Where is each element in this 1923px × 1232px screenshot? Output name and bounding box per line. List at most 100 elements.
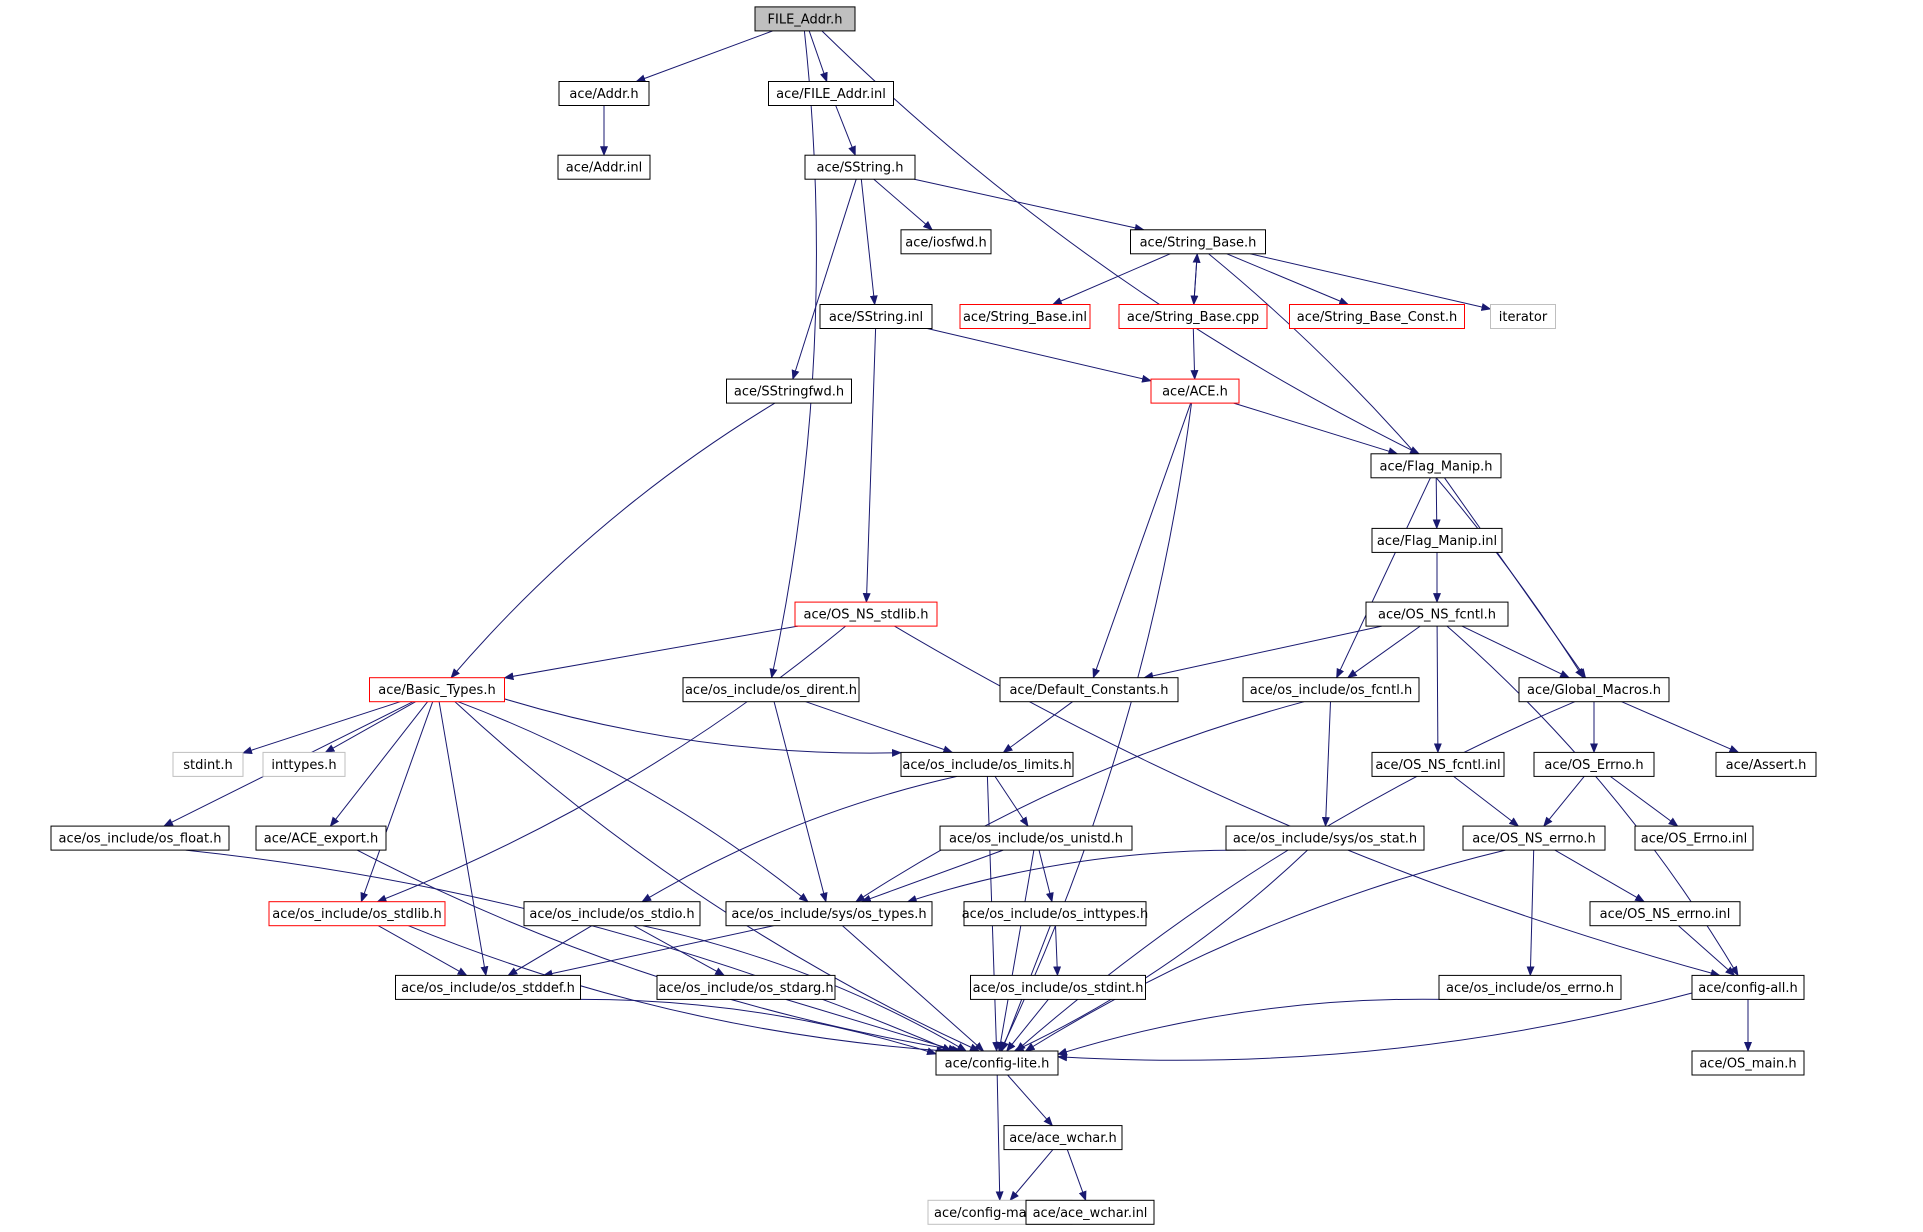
edge-file-addr-h-to-ace-file-addr-inl: [808, 30, 828, 83]
node-ace-ace-wchar-inl[interactable]: ace/ace_wchar.inl: [1025, 1199, 1155, 1225]
node-ace-os-include-os-stdint-h[interactable]: ace/os_include/os_stdint.h: [970, 974, 1146, 1000]
edge-ace-os-include-os-stdint-h-to-ace-config-lite-h: [1006, 999, 1049, 1052]
node-stdint-h[interactable]: stdint.h: [172, 751, 244, 777]
edge-ace-os-include-os-errno-h-to-ace-config-lite-h: [1057, 998, 1446, 1056]
node-label: ace/Assert.h: [1726, 758, 1807, 773]
node-ace-file-addr-inl[interactable]: ace/FILE_Addr.inl: [768, 81, 894, 106]
node-ace-string-base-h[interactable]: ace/String_Base.h: [1130, 229, 1266, 255]
node-box: [768, 81, 894, 106]
node-ace-basic-types-h[interactable]: ace/Basic_Types.h: [369, 677, 505, 703]
edge-ace-os-include-os-dirent-h-to-ace-os-include-os-limits-h: [805, 701, 954, 754]
node-ace-os-ns-fcntl-h[interactable]: ace/OS_NS_fcntl.h: [1365, 601, 1509, 627]
edge-ace-basic-types-h-to-ace-os-include-os-stdlib-h: [360, 701, 434, 903]
node-ace-sstringfwd-h[interactable]: ace/SStringfwd.h: [726, 378, 852, 404]
edge-ace-ace-h-to-ace-flag-manip-h: [1233, 402, 1399, 455]
edge-ace-string-base-h-to-iterator: [1250, 253, 1492, 311]
node-ace-os-include-os-errno-h[interactable]: ace/os_include/os_errno.h: [1438, 974, 1622, 1000]
node-ace-os-errno-inl[interactable]: ace/OS_Errno.inl: [1634, 825, 1754, 851]
node-ace-string-base-cpp[interactable]: ace/String_Base.cpp: [1118, 304, 1268, 329]
node-box: [1462, 825, 1606, 851]
node-ace-addr-inl[interactable]: ace/Addr.inl: [557, 154, 651, 180]
node-ace-os-include-os-float-h[interactable]: ace/os_include/os_float.h: [50, 825, 230, 851]
node-box: [1150, 378, 1240, 404]
node-label: ace/os_include/os_stdint.h: [973, 981, 1144, 996]
node-ace-sstring-inl[interactable]: ace/SString.inl: [819, 304, 933, 329]
node-ace-ace-h[interactable]: ace/ACE.h: [1150, 378, 1240, 404]
node-box: [523, 901, 701, 927]
node-label: ace/iosfwd.h: [905, 235, 986, 250]
edge-ace-string-base-cpp-to-ace-ace-h: [1190, 328, 1199, 381]
node-label: ace/os_include/os_errno.h: [1446, 981, 1614, 996]
node-box: [1490, 304, 1556, 329]
node-ace-string-base-const-h[interactable]: ace/String_Base_Const.h: [1289, 304, 1465, 329]
node-label: ace/Global_Macros.h: [1527, 683, 1661, 698]
node-box: [558, 81, 650, 106]
node-ace-os-include-sys-os-types-h[interactable]: ace/os_include/sys/os_types.h: [725, 901, 933, 927]
node-box: [900, 229, 992, 255]
node-ace-flag-manip-inl[interactable]: ace/Flag_Manip.inl: [1371, 527, 1503, 553]
node-label: ace/SStringfwd.h: [734, 385, 844, 400]
node-label: ace/config-all.h: [1698, 981, 1798, 996]
node-box: [1533, 751, 1655, 777]
node-ace-os-include-sys-os-stat-h[interactable]: ace/os_include/sys/os_stat.h: [1225, 825, 1425, 851]
node-ace-os-include-os-inttypes-h[interactable]: ace/os_include/os_inttypes.h: [962, 901, 1149, 927]
node-ace-os-include-os-fcntl-h[interactable]: ace/os_include/os_fcntl.h: [1242, 677, 1420, 703]
node-ace-ace-export-h[interactable]: ace/ACE_export.h: [255, 825, 387, 851]
node-label: ace/os_include/os_stdarg.h: [658, 981, 833, 996]
node-ace-string-base-inl[interactable]: ace/String_Base.inl: [959, 304, 1091, 329]
node-ace-os-include-os-unistd-h[interactable]: ace/os_include/os_unistd.h: [939, 825, 1133, 851]
node-label: ace/FILE_Addr.inl: [776, 87, 886, 102]
edge-ace-flag-manip-h-to-ace-os-include-os-fcntl-h: [1336, 477, 1431, 679]
node-box: [1589, 901, 1741, 927]
node-label: ace/SString.inl: [829, 310, 923, 325]
node-label: ace/os_include/os_limits.h: [902, 758, 1071, 773]
node-ace-os-include-os-stdarg-h[interactable]: ace/os_include/os_stdarg.h: [656, 974, 836, 1000]
node-ace-os-include-os-stdlib-h[interactable]: ace/os_include/os_stdlib.h: [268, 901, 446, 927]
node-ace-assert-h[interactable]: ace/Assert.h: [1715, 751, 1817, 777]
edge-ace-os-ns-fcntl-h-to-ace-os-include-os-fcntl-h: [1346, 625, 1421, 679]
edge-ace-os-ns-stdlib-h-to-ace-os-include-os-stdlib-h: [376, 625, 846, 903]
edge-ace-os-ns-errno-h-to-ace-config-lite-h: [1024, 849, 1506, 1052]
node-ace-ace-wchar-h[interactable]: ace/ace_wchar.h: [1003, 1125, 1123, 1151]
node-ace-os-include-os-stdio-h[interactable]: ace/os_include/os_stdio.h: [523, 901, 701, 927]
edge-ace-basic-types-h-to-ace-os-include-os-stddef-h: [438, 701, 489, 977]
node-ace-os-include-os-stddef-h[interactable]: ace/os_include/os_stddef.h: [395, 974, 581, 1000]
node-label: ace/OS_Errno.h: [1544, 758, 1643, 773]
node-ace-default-constants-h[interactable]: ace/Default_Constants.h: [999, 677, 1179, 703]
node-ace-os-include-os-dirent-h[interactable]: ace/os_include/os_dirent.h: [682, 677, 860, 703]
node-box: [1130, 229, 1266, 255]
node-ace-os-main-h[interactable]: ace/OS_main.h: [1691, 1050, 1805, 1076]
node-ace-flag-manip-h[interactable]: ace/Flag_Manip.h: [1370, 453, 1502, 479]
node-ace-os-ns-errno-h[interactable]: ace/OS_NS_errno.h: [1462, 825, 1606, 851]
edge-ace-file-addr-inl-to-ace-sstring-h: [835, 105, 856, 157]
node-box: [819, 304, 933, 329]
node-box: [1715, 751, 1817, 777]
node-label: ace/os_include/os_unistd.h: [949, 832, 1123, 847]
edge-file-addr-h-to-ace-os-include-os-dirent-h: [769, 30, 817, 679]
node-ace-os-include-os-limits-h[interactable]: ace/os_include/os_limits.h: [900, 751, 1074, 777]
node-ace-os-ns-fcntl-inl[interactable]: ace/OS_NS_fcntl.inl: [1371, 751, 1505, 777]
node-box: [369, 677, 505, 703]
node-label: ace/os_include/sys/os_types.h: [731, 907, 926, 922]
edge-ace-os-ns-fcntl-h-to-ace-os-ns-fcntl-inl: [1433, 626, 1442, 754]
node-ace-config-lite-h[interactable]: ace/config-lite.h: [935, 1050, 1059, 1076]
node-file-addr-h[interactable]: FILE_Addr.h: [754, 6, 856, 32]
node-ace-global-macros-h[interactable]: ace/Global_Macros.h: [1518, 677, 1670, 703]
node-box: [1365, 601, 1509, 627]
node-ace-config-all-h[interactable]: ace/config-all.h: [1691, 974, 1805, 1000]
node-ace-os-ns-errno-inl[interactable]: ace/OS_NS_errno.inl: [1589, 901, 1741, 927]
node-ace-os-errno-h[interactable]: ace/OS_Errno.h: [1533, 751, 1655, 777]
node-box: [959, 304, 1091, 329]
node-iterator[interactable]: iterator: [1490, 304, 1556, 329]
node-ace-addr-h[interactable]: ace/Addr.h: [558, 81, 650, 106]
node-ace-sstring-h[interactable]: ace/SString.h: [804, 154, 916, 180]
node-ace-os-ns-stdlib-h[interactable]: ace/OS_NS_stdlib.h: [794, 601, 938, 627]
node-inttypes-h[interactable]: inttypes.h: [262, 751, 346, 777]
edge-ace-global-macros-h-to-ace-assert-h: [1621, 701, 1740, 753]
nodes-layer: FILE_Addr.h ace/Addr.h ace/FILE_Addr.inlac…: [50, 6, 1817, 1225]
edge-ace-os-include-os-unistd-h-to-ace-os-include-os-inttypes-h: [1038, 849, 1054, 903]
node-ace-iosfwd-h[interactable]: ace/iosfwd.h: [900, 229, 992, 255]
node-label: ace/os_include/os_stddef.h: [401, 981, 575, 996]
node-box: [1518, 677, 1670, 703]
edge-ace-os-include-os-fcntl-h-to-ace-os-include-sys-os-stat-h: [1321, 701, 1331, 828]
